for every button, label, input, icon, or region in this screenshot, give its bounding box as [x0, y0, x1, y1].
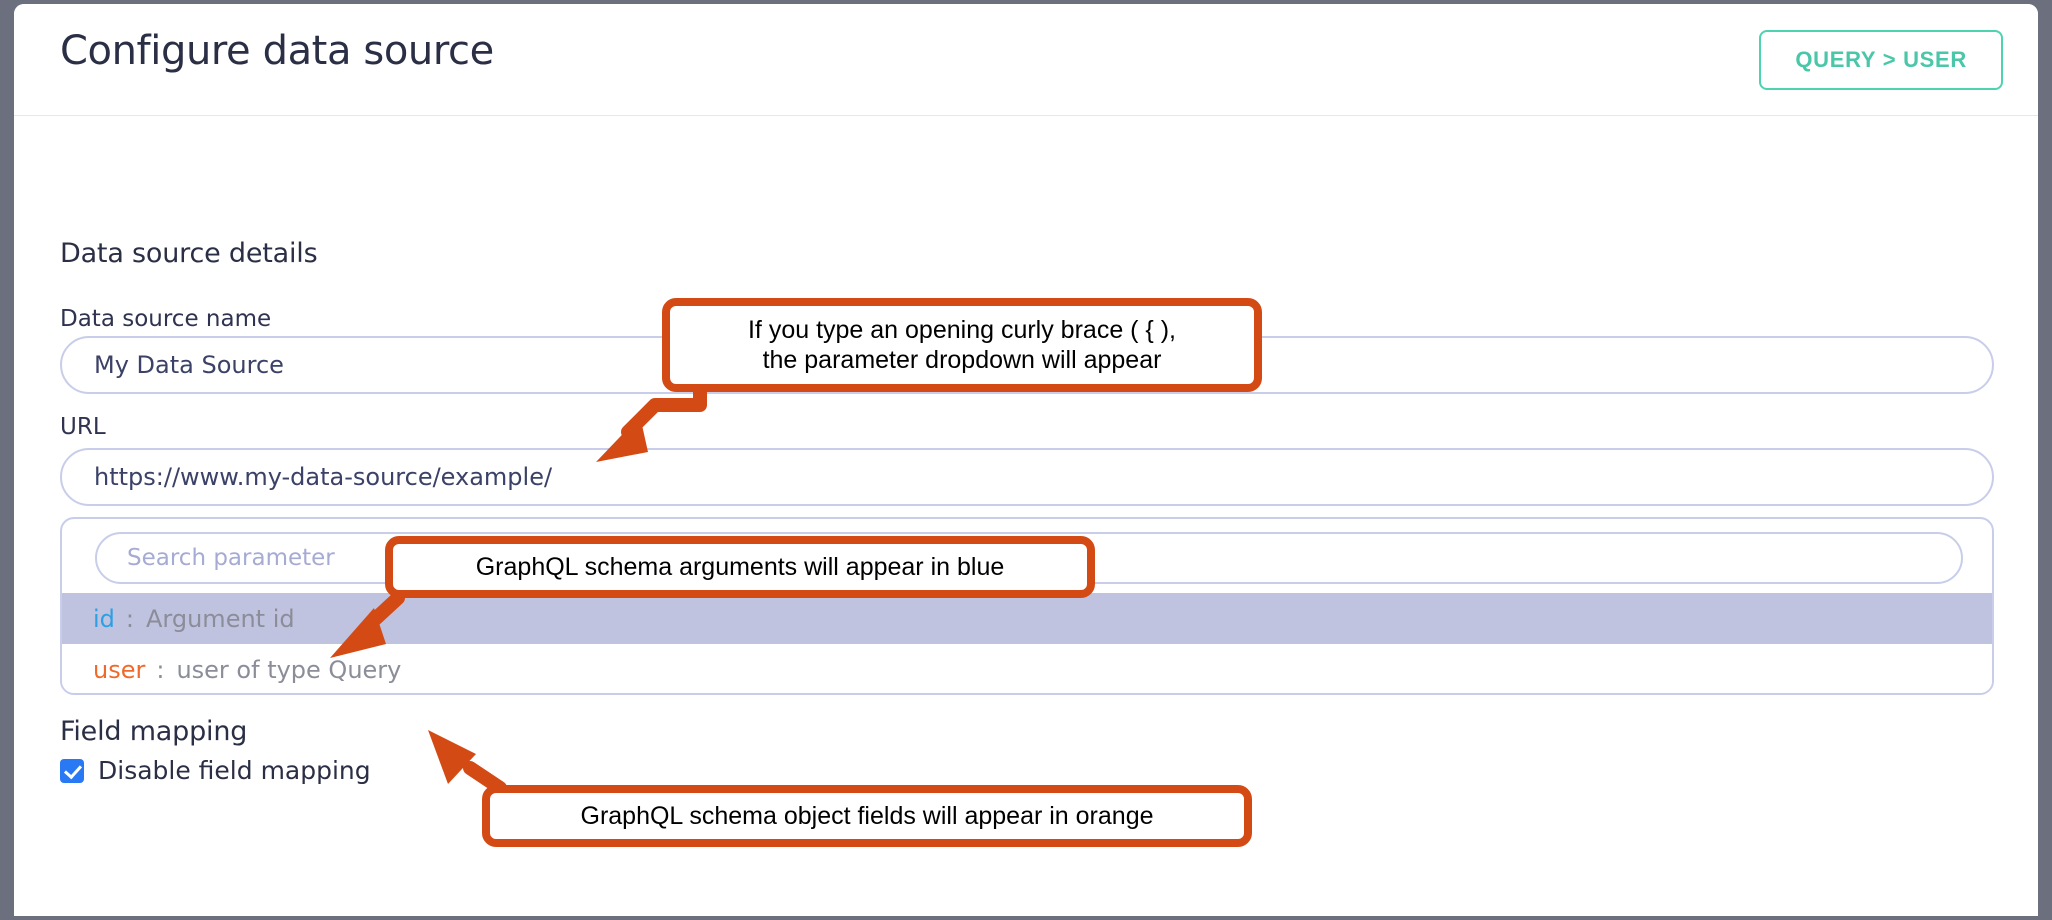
label-data-source-name: Data source name [60, 306, 272, 332]
parameter-key: user [93, 655, 146, 684]
disable-field-mapping-row[interactable]: Disable field mapping [60, 756, 371, 785]
parameter-description: user of type Query [176, 655, 402, 684]
label-url: URL [60, 414, 106, 440]
section-title-field-mapping: Field mapping [60, 716, 248, 747]
query-user-button[interactable]: QUERY > USER [1759, 30, 2003, 90]
callout-line-1: If you type an opening curly brace ( { )… [747, 315, 1176, 344]
parameter-description: Argument id [146, 604, 295, 633]
page-title: Configure data source [60, 28, 494, 74]
callout-line-1: GraphQL schema object fields will appear… [580, 801, 1154, 830]
disable-field-mapping-label: Disable field mapping [98, 756, 371, 785]
app-window: Configure data source QUERY > USER Data … [14, 4, 2038, 916]
callout-curly-brace: If you type an opening curly brace ( { )… [662, 298, 1262, 392]
header-bar: Configure data source QUERY > USER [14, 4, 2038, 116]
parameter-row-id[interactable]: id : Argument id [62, 593, 1992, 644]
url-input[interactable]: https://www.my-data-source/example/ [60, 448, 1994, 506]
parameter-row-user[interactable]: user : user of type Query [62, 644, 1992, 693]
parameter-separator: : [156, 655, 165, 684]
callout-line-2: the parameter dropdown will appear [762, 346, 1162, 374]
callout-arguments-blue: GraphQL schema arguments will appear in … [385, 536, 1095, 598]
parameter-key: id [93, 604, 115, 633]
disable-field-mapping-checkbox[interactable] [60, 758, 84, 783]
callout-object-fields-orange: GraphQL schema object fields will appear… [482, 785, 1252, 847]
parameter-separator: : [125, 604, 134, 633]
section-title-data-source-details: Data source details [60, 238, 318, 269]
callout-line-1: GraphQL schema arguments will appear in … [475, 552, 1005, 581]
